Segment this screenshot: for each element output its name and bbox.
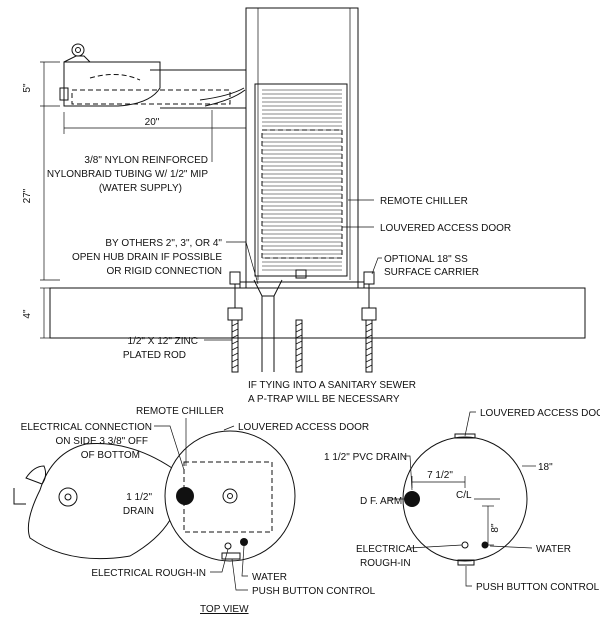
top-water-label: WATER <box>252 572 287 583</box>
carrier-fittings <box>227 269 377 321</box>
plan-push-button-label: PUSH BUTTON CONTROL <box>476 582 600 593</box>
plan-electrical-line1: ELECTRICAL <box>356 544 418 555</box>
plan-louvered-door-label: LOUVERED ACCESS DOOR <box>480 408 600 419</box>
top-electrical-line3: OF BOTTOM <box>81 450 140 461</box>
carrier-callout-line2: SURFACE CARRIER <box>384 267 479 278</box>
tubing-callout-line2: NYLONBRAID TUBING W/ 1/2" MIP <box>47 169 209 180</box>
dimension-lines <box>40 61 247 339</box>
plan-centerline-label: C/L <box>456 490 472 501</box>
drain-callout-line3: OR RIGID CONNECTION <box>106 266 222 277</box>
dim-5in: 5" <box>22 83 33 93</box>
plan-dim-7-half: 7 1/2" <box>427 470 453 481</box>
tubing-callout-line3: (WATER SUPPLY) <box>99 183 182 194</box>
top-remote-chiller-label: REMOTE CHILLER <box>136 406 224 417</box>
dim-4in: 4" <box>22 309 33 319</box>
plan-electrical-line2: ROUGH-IN <box>360 558 411 569</box>
top-view-title: TOP VIEW <box>200 604 249 615</box>
front-remote-chiller-label: REMOTE CHILLER <box>380 196 468 207</box>
front-louvered-door-label: LOUVERED ACCESS DOOR <box>380 223 511 234</box>
plan-drain-dot <box>404 491 420 507</box>
drain-callout-line2: OPEN HUB DRAIN IF POSSIBLE <box>72 252 222 263</box>
dim-27in: 27" <box>22 188 33 203</box>
sewer-note-line2: A P-TRAP WILL BE NECESSARY <box>248 394 400 405</box>
carrier-callout-line1: OPTIONAL 18" SS <box>384 254 468 265</box>
plan-dim-8in: 8" <box>490 523 501 533</box>
dim-20in: 20" <box>145 117 160 128</box>
top-view: REMOTE CHILLER ELECTRICAL CONNECTION ON … <box>13 406 376 615</box>
rod-callout-line1: 1/2" X 12" ZINC <box>128 336 198 347</box>
top-drain-dot <box>176 487 194 505</box>
top-louvered-door-label: LOUVERED ACCESS DOOR <box>238 422 369 433</box>
rod-callout-line2: PLATED ROD <box>123 350 186 361</box>
louvered-door-slats <box>262 89 342 271</box>
top-electrical-line2: ON SIDE 3 3/8" OFF <box>56 436 148 447</box>
top-push-button-label: PUSH BUTTON CONTROL <box>252 586 376 597</box>
plan-df-arm-label: D F. ARM <box>360 496 402 507</box>
concrete-slab <box>49 287 586 339</box>
top-drain-line1: 1 1/2" <box>126 492 152 503</box>
front-view: 5" 20" 27" 4" 3/8" NYLON REINFORCED NYLO… <box>22 7 586 405</box>
top-electrical-rough-in-label: ELECTRICAL ROUGH-IN <box>91 568 206 579</box>
tubing-callout-line1: 3/8" NYLON REINFORCED <box>84 155 208 166</box>
plan-dim-18in: 18" <box>538 462 553 473</box>
plan-water-label: WATER <box>536 544 571 555</box>
sewer-note-line1: IF TYING INTO A SANITARY SEWER <box>248 380 416 391</box>
drain-callout-line1: BY OTHERS 2", 3", OR 4" <box>105 238 222 249</box>
top-electrical-line1: ELECTRICAL CONNECTION <box>21 422 152 433</box>
anchor-rods <box>231 319 373 373</box>
plan-view: LOUVERED ACCESS DOOR 1 1/2" PVC DRAIN 7 … <box>324 408 600 593</box>
top-drain-line2: DRAIN <box>123 506 154 517</box>
plan-pvc-drain-label: 1 1/2" PVC DRAIN <box>324 452 407 463</box>
drain-pipe <box>253 279 283 372</box>
fountain-bowl <box>59 43 246 109</box>
